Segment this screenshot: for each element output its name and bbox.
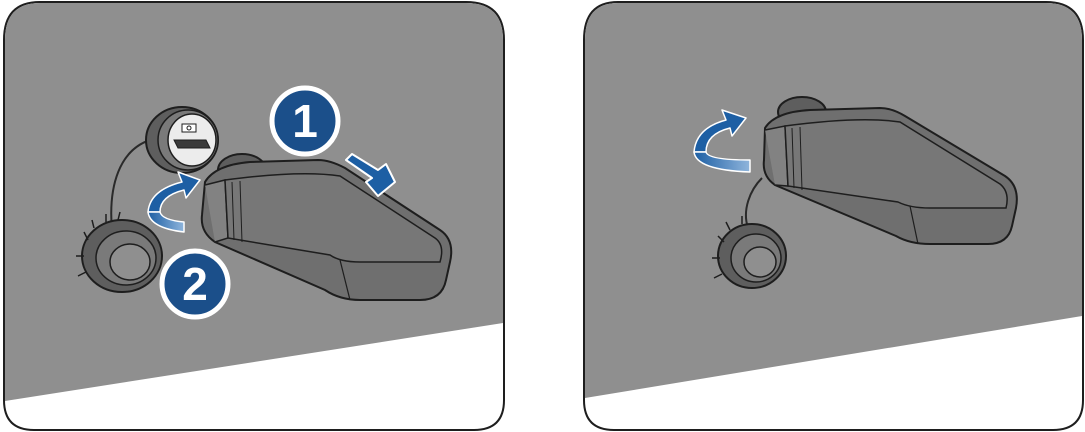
panel-left: 1 2 [4, 2, 504, 430]
step-badge-1: 1 [272, 88, 338, 154]
step-badge-2-label: 2 [182, 258, 208, 310]
step-badge-1-label: 1 [292, 95, 318, 147]
step-badge-2: 2 [162, 251, 228, 317]
panel-right [584, 2, 1083, 430]
socket-icon [146, 107, 218, 173]
